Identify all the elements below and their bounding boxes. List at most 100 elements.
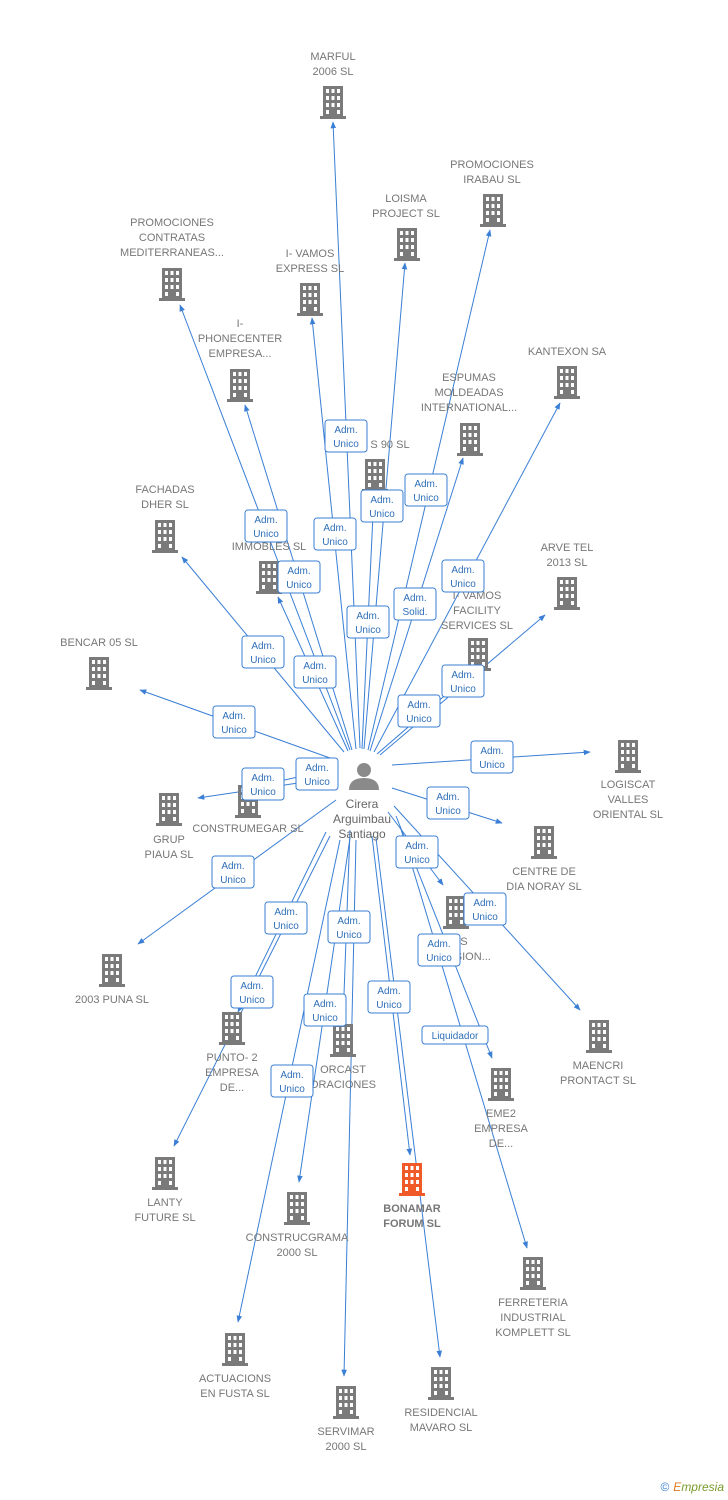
role-badge-text: Adm. xyxy=(334,425,357,436)
building-icon xyxy=(394,228,420,261)
role-badge[interactable]: Adm.Unico xyxy=(346,605,390,639)
role-badge-text: Adm. xyxy=(451,565,474,576)
company-label-line: MAENCRI xyxy=(573,1060,624,1072)
role-badge[interactable]: Adm.Unico xyxy=(441,664,485,698)
role-badge-text: Adm. xyxy=(405,841,428,852)
company-node-kantexon[interactable]: KANTEXON SA xyxy=(528,346,607,399)
company-node-2003-puna[interactable]: 2003 PUNA SL xyxy=(75,954,149,1006)
role-badge[interactable]: Adm.Unico xyxy=(293,655,337,689)
role-badge-text: Adm. xyxy=(436,792,459,803)
role-badge[interactable]: Adm.Unico xyxy=(230,975,274,1009)
role-badge[interactable]: Adm.Unico xyxy=(324,419,368,453)
company-label-line: CONTRATAS xyxy=(139,232,205,244)
company-label-line: PROMOCIONES xyxy=(450,159,534,171)
role-badge-text: Adm. xyxy=(305,763,328,774)
building-icon xyxy=(222,1333,248,1366)
role-badge[interactable]: Adm.Unico xyxy=(470,740,514,774)
company-label-line: LOGISCAT xyxy=(601,779,656,791)
role-badge-text: Adm. xyxy=(222,711,245,722)
building-icon xyxy=(520,1257,546,1290)
role-badge-text: Adm. xyxy=(251,641,274,652)
role-badge[interactable]: Adm.Unico xyxy=(313,517,357,551)
edge-residencial xyxy=(375,837,443,1358)
building-icon xyxy=(615,740,641,773)
role-badge[interactable]: Adm.Unico xyxy=(327,910,371,944)
role-badge[interactable]: Adm.Unico xyxy=(395,835,439,869)
company-node-espumas[interactable]: ESPUMASMOLDEADASINTERNATIONAL... xyxy=(421,372,517,456)
role-badge-text: Unico xyxy=(220,875,246,886)
edges-layer xyxy=(137,121,591,1377)
role-badge[interactable]: Adm.Unico xyxy=(441,559,485,593)
company-node-promociones-contratas[interactable]: PROMOCIONESCONTRATASMEDITERRANEAS... xyxy=(120,217,224,301)
role-badge[interactable]: Adm.Unico xyxy=(241,635,285,669)
company-label-line: INTERNATIONAL... xyxy=(421,402,517,414)
building-icon xyxy=(428,1367,454,1400)
role-badge[interactable]: Adm.Unico xyxy=(404,473,448,507)
role-badge[interactable]: Adm.Solid. xyxy=(393,587,437,621)
role-badge[interactable]: Adm.Unico xyxy=(367,980,411,1014)
role-badge-text: Unico xyxy=(304,777,330,788)
brand-logo[interactable]: Empresia xyxy=(673,1480,724,1494)
company-node-eme2[interactable]: EME2EMPRESADE... xyxy=(474,1068,529,1150)
role-badge-text: Unico xyxy=(413,493,439,504)
company-label-line: ARVE TEL xyxy=(541,542,594,554)
company-node-construmegar[interactable]: CONSTRUMEGAR SL xyxy=(192,785,304,835)
role-badge[interactable]: Adm.Unico xyxy=(397,694,441,728)
role-badge-text: Unico xyxy=(221,725,247,736)
role-badge[interactable]: Adm.Unico xyxy=(270,1064,314,1098)
role-badge[interactable]: Adm. Unico xyxy=(277,560,321,594)
role-badge-text: Adm. xyxy=(287,566,310,577)
company-label-line: 2006 SL xyxy=(313,66,354,78)
company-node-bencar[interactable]: BENCAR 05 SL xyxy=(60,637,138,690)
role-badge[interactable]: Adm. Unico xyxy=(212,705,256,739)
role-badge[interactable]: Adm. Unico xyxy=(295,757,339,791)
role-badge[interactable]: Adm.Unico xyxy=(303,993,347,1027)
company-label-line: KOMPLETT SL xyxy=(495,1327,571,1339)
company-node-punto-2[interactable]: PUNTO- 2EMPRESADE... xyxy=(205,1012,260,1094)
role-badge-text: Unico xyxy=(273,921,299,932)
role-badge[interactable]: Adm.Unico xyxy=(463,892,507,926)
company-label-line: KANTEXON SA xyxy=(528,346,607,358)
role-badge[interactable]: Adm.Unico xyxy=(211,855,255,889)
building-icon xyxy=(362,459,388,492)
company-label-line: FUTURE SL xyxy=(134,1212,195,1224)
role-badge[interactable]: Adm.Unico xyxy=(264,901,308,935)
role-badge[interactable]: Adm.Unico xyxy=(244,509,288,543)
company-label-line: FORUM SL xyxy=(383,1218,441,1230)
company-node-s90[interactable]: S 90 SL xyxy=(362,439,410,492)
role-badge-text: Unico xyxy=(286,580,312,591)
role-badge[interactable]: Adm.Unico xyxy=(360,489,404,523)
role-badge-text: Unico xyxy=(322,537,348,548)
role-badge-text: Unico xyxy=(450,684,476,695)
company-node-i-phonecenter[interactable]: I-PHONECENTEREMPRESA... xyxy=(198,318,282,402)
company-node-immobles[interactable]: IMMOBLES SL xyxy=(232,541,307,594)
company-label-line: PUNTO- 2 xyxy=(206,1052,257,1064)
role-badge[interactable]: Liquidador xyxy=(421,1025,489,1045)
role-badge[interactable]: Adm.Unico xyxy=(241,767,285,801)
building-icon xyxy=(152,520,178,553)
company-label-line: I- VAMOS xyxy=(453,590,502,602)
role-badge-text: Adm. xyxy=(407,700,430,711)
role-badge[interactable]: Adm.Unico xyxy=(426,786,470,820)
role-badge[interactable]: Adm.Unico xyxy=(417,933,461,967)
